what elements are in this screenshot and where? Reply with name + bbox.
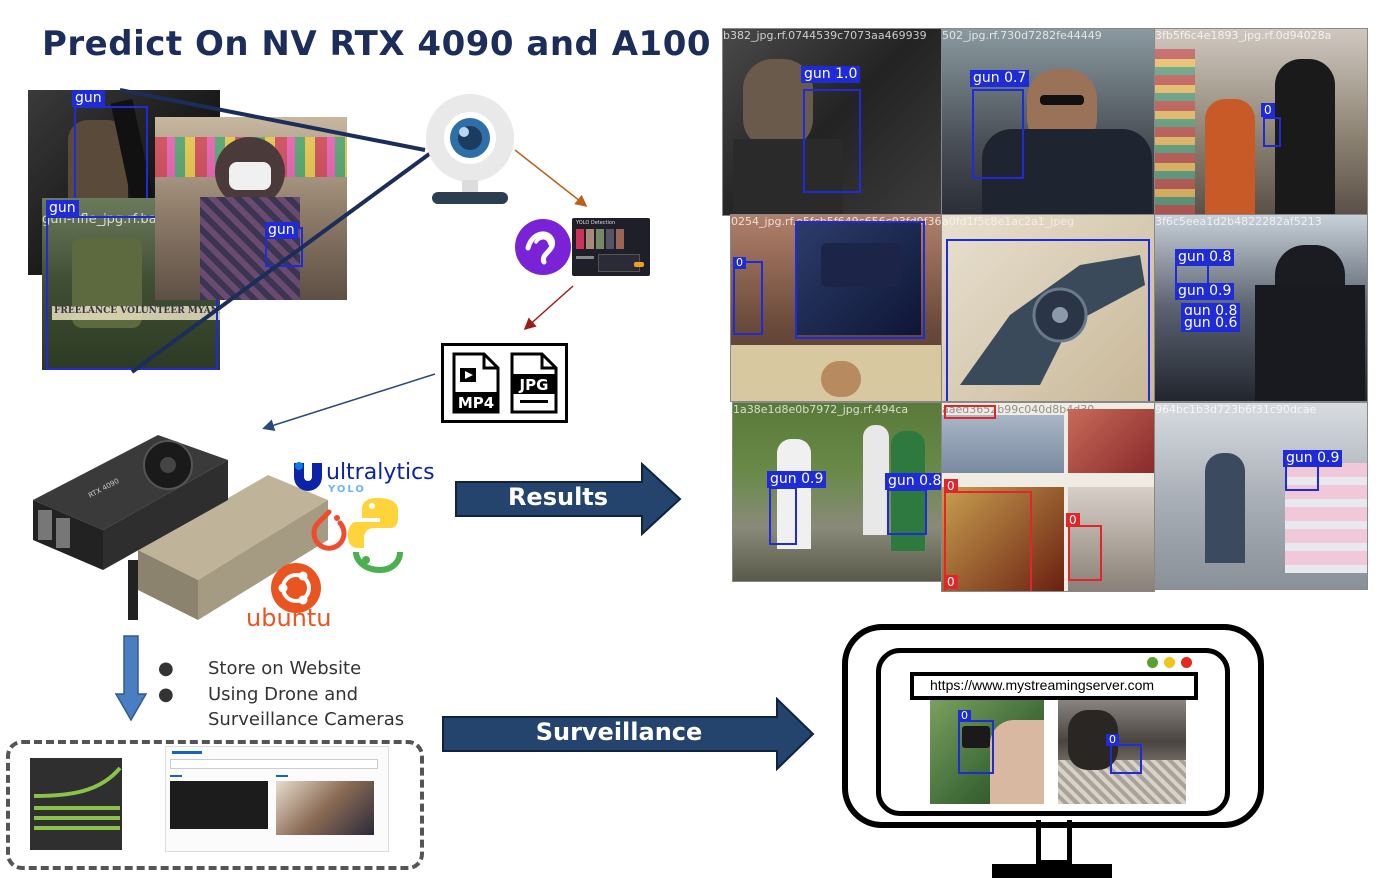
ubuntu-logo-icon <box>271 563 321 613</box>
input-label-1: gun <box>72 90 105 107</box>
file-icons-box: MP4 JPG <box>441 343 568 423</box>
webcam-icon <box>426 94 514 204</box>
result-tile-3: 3fb5f6c4e1893_jpg.rf.0d94028a 0 <box>1154 28 1368 216</box>
app-window-thumbnail: YOLO Detection <box>572 218 650 276</box>
stream-video-1[interactable]: 0 <box>930 700 1044 804</box>
result-tile-8: aaed3652b99c040d8b4d30 0 0 0 <box>941 402 1155 592</box>
input-banner: FREELANCE VOLUNTEER MYANMAR <box>54 306 220 316</box>
bullet-dot-2: ● <box>158 684 174 705</box>
input-photo-3: gun <box>155 117 347 300</box>
stream-label-2: 0 <box>1106 734 1119 746</box>
input-label-2: gun <box>46 200 79 217</box>
nvidia-rtx-4090-gpu-icon: RTX 4090 <box>33 435 328 620</box>
bullet-item-3: Surveillance Cameras <box>208 709 405 730</box>
bullet-item-2: Using Drone and <box>208 684 359 705</box>
result-tile-2: 502_jpg.rf.730d7282fe44449 gun 0.7 <box>941 28 1155 216</box>
app-logo-icon <box>515 219 571 275</box>
collage-connector-lines <box>119 88 434 374</box>
window-button-red[interactable] <box>1181 657 1192 668</box>
page-title: Predict On NV RTX 4090 and A100 <box>42 24 712 64</box>
result-tile-4: 0254_jpg.rf.e5fcb5f649c656c03fd9f3613 0 <box>730 214 942 402</box>
window-button-yellow[interactable] <box>1164 657 1175 668</box>
down-arrow <box>114 635 148 722</box>
flow-arrow-app-to-files <box>523 285 574 330</box>
python-logo-icon <box>348 498 403 574</box>
jpg-label: JPG <box>519 376 549 394</box>
result-tile-5: a0fd1f5c8e1ac2a1_jpeg <box>941 214 1155 402</box>
result-tile-7: 1a38e1d8e0b7972_jpg.rf.494ca gun 0.9 gun… <box>732 402 942 582</box>
bullet-dot-1: ● <box>158 658 174 679</box>
results-label: Results <box>507 483 609 511</box>
mp4-label: MP4 <box>458 394 494 412</box>
result-tile-6: 3f6c5eea1d2b4822282af5213 gun 0.8 gun 0.… <box>1154 214 1368 402</box>
monitor-stand-neck <box>1036 820 1072 865</box>
ubuntu-label: ubuntu <box>246 604 332 632</box>
flow-arrow-webcam-to-app <box>514 149 588 207</box>
url-text: https://www.mystreamingserver.com <box>930 677 1155 693</box>
result-tile-9: 964bc1b3d723b6f31c90dcae gun 0.9 <box>1154 402 1368 590</box>
results-arrow <box>455 462 682 536</box>
website-preview-box <box>6 740 424 870</box>
monitor-stand-base <box>992 864 1112 878</box>
stream-label-1: 0 <box>958 710 971 722</box>
app-window-title: YOLO Detection <box>576 220 616 226</box>
bullet-item-1: Store on Website <box>208 658 362 679</box>
ultralytics-label: ultralytics <box>326 460 435 485</box>
window-button-green[interactable] <box>1147 657 1158 668</box>
ultralytics-logo-icon <box>294 462 322 491</box>
url-bar[interactable]: https://www.mystreamingserver.com <box>910 672 1198 700</box>
surveillance-arrow <box>442 697 815 771</box>
stream-video-2[interactable]: 0 <box>1058 700 1186 804</box>
yolo-label: YOLO <box>328 484 366 495</box>
pytorch-logo-icon <box>311 509 347 551</box>
input-label-3: gun <box>265 222 298 239</box>
mp4-file-icon: MP4 <box>452 352 500 414</box>
site-page-thumbnail <box>165 746 389 852</box>
surveillance-label: Surveillance <box>535 718 703 746</box>
site-logo-thumbnail <box>30 758 122 850</box>
flow-arrow-files-to-gpu <box>262 373 436 431</box>
jpg-file-icon: JPG <box>510 352 558 414</box>
result-tile-1: b382_jpg.rf.0744539c7073aa469939 gun 1.0 <box>722 28 942 216</box>
